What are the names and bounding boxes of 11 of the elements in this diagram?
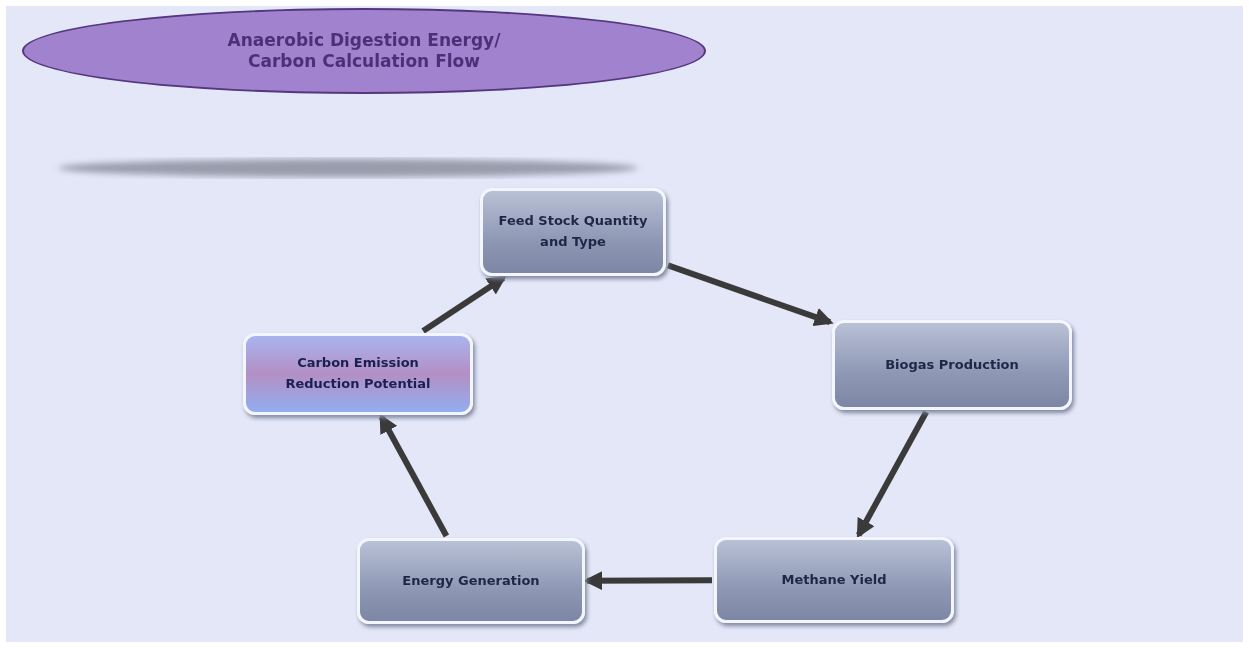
process-box: Methane Yield [714, 537, 954, 623]
process-box: Carbon Emission Reduction Potential [243, 333, 473, 415]
arrow [378, 413, 450, 538]
process-box: Biogas Production [832, 320, 1072, 410]
arrow [667, 262, 834, 327]
process-box: Energy Generation [357, 538, 585, 624]
arrow [583, 571, 712, 591]
arrow [421, 275, 507, 334]
arrow [856, 410, 929, 539]
title-ellipse: Anaerobic Digestion Energy/ Carbon Calculation Flow [22, 8, 706, 94]
process-box: Feed Stock Quantity and Type [480, 188, 666, 276]
